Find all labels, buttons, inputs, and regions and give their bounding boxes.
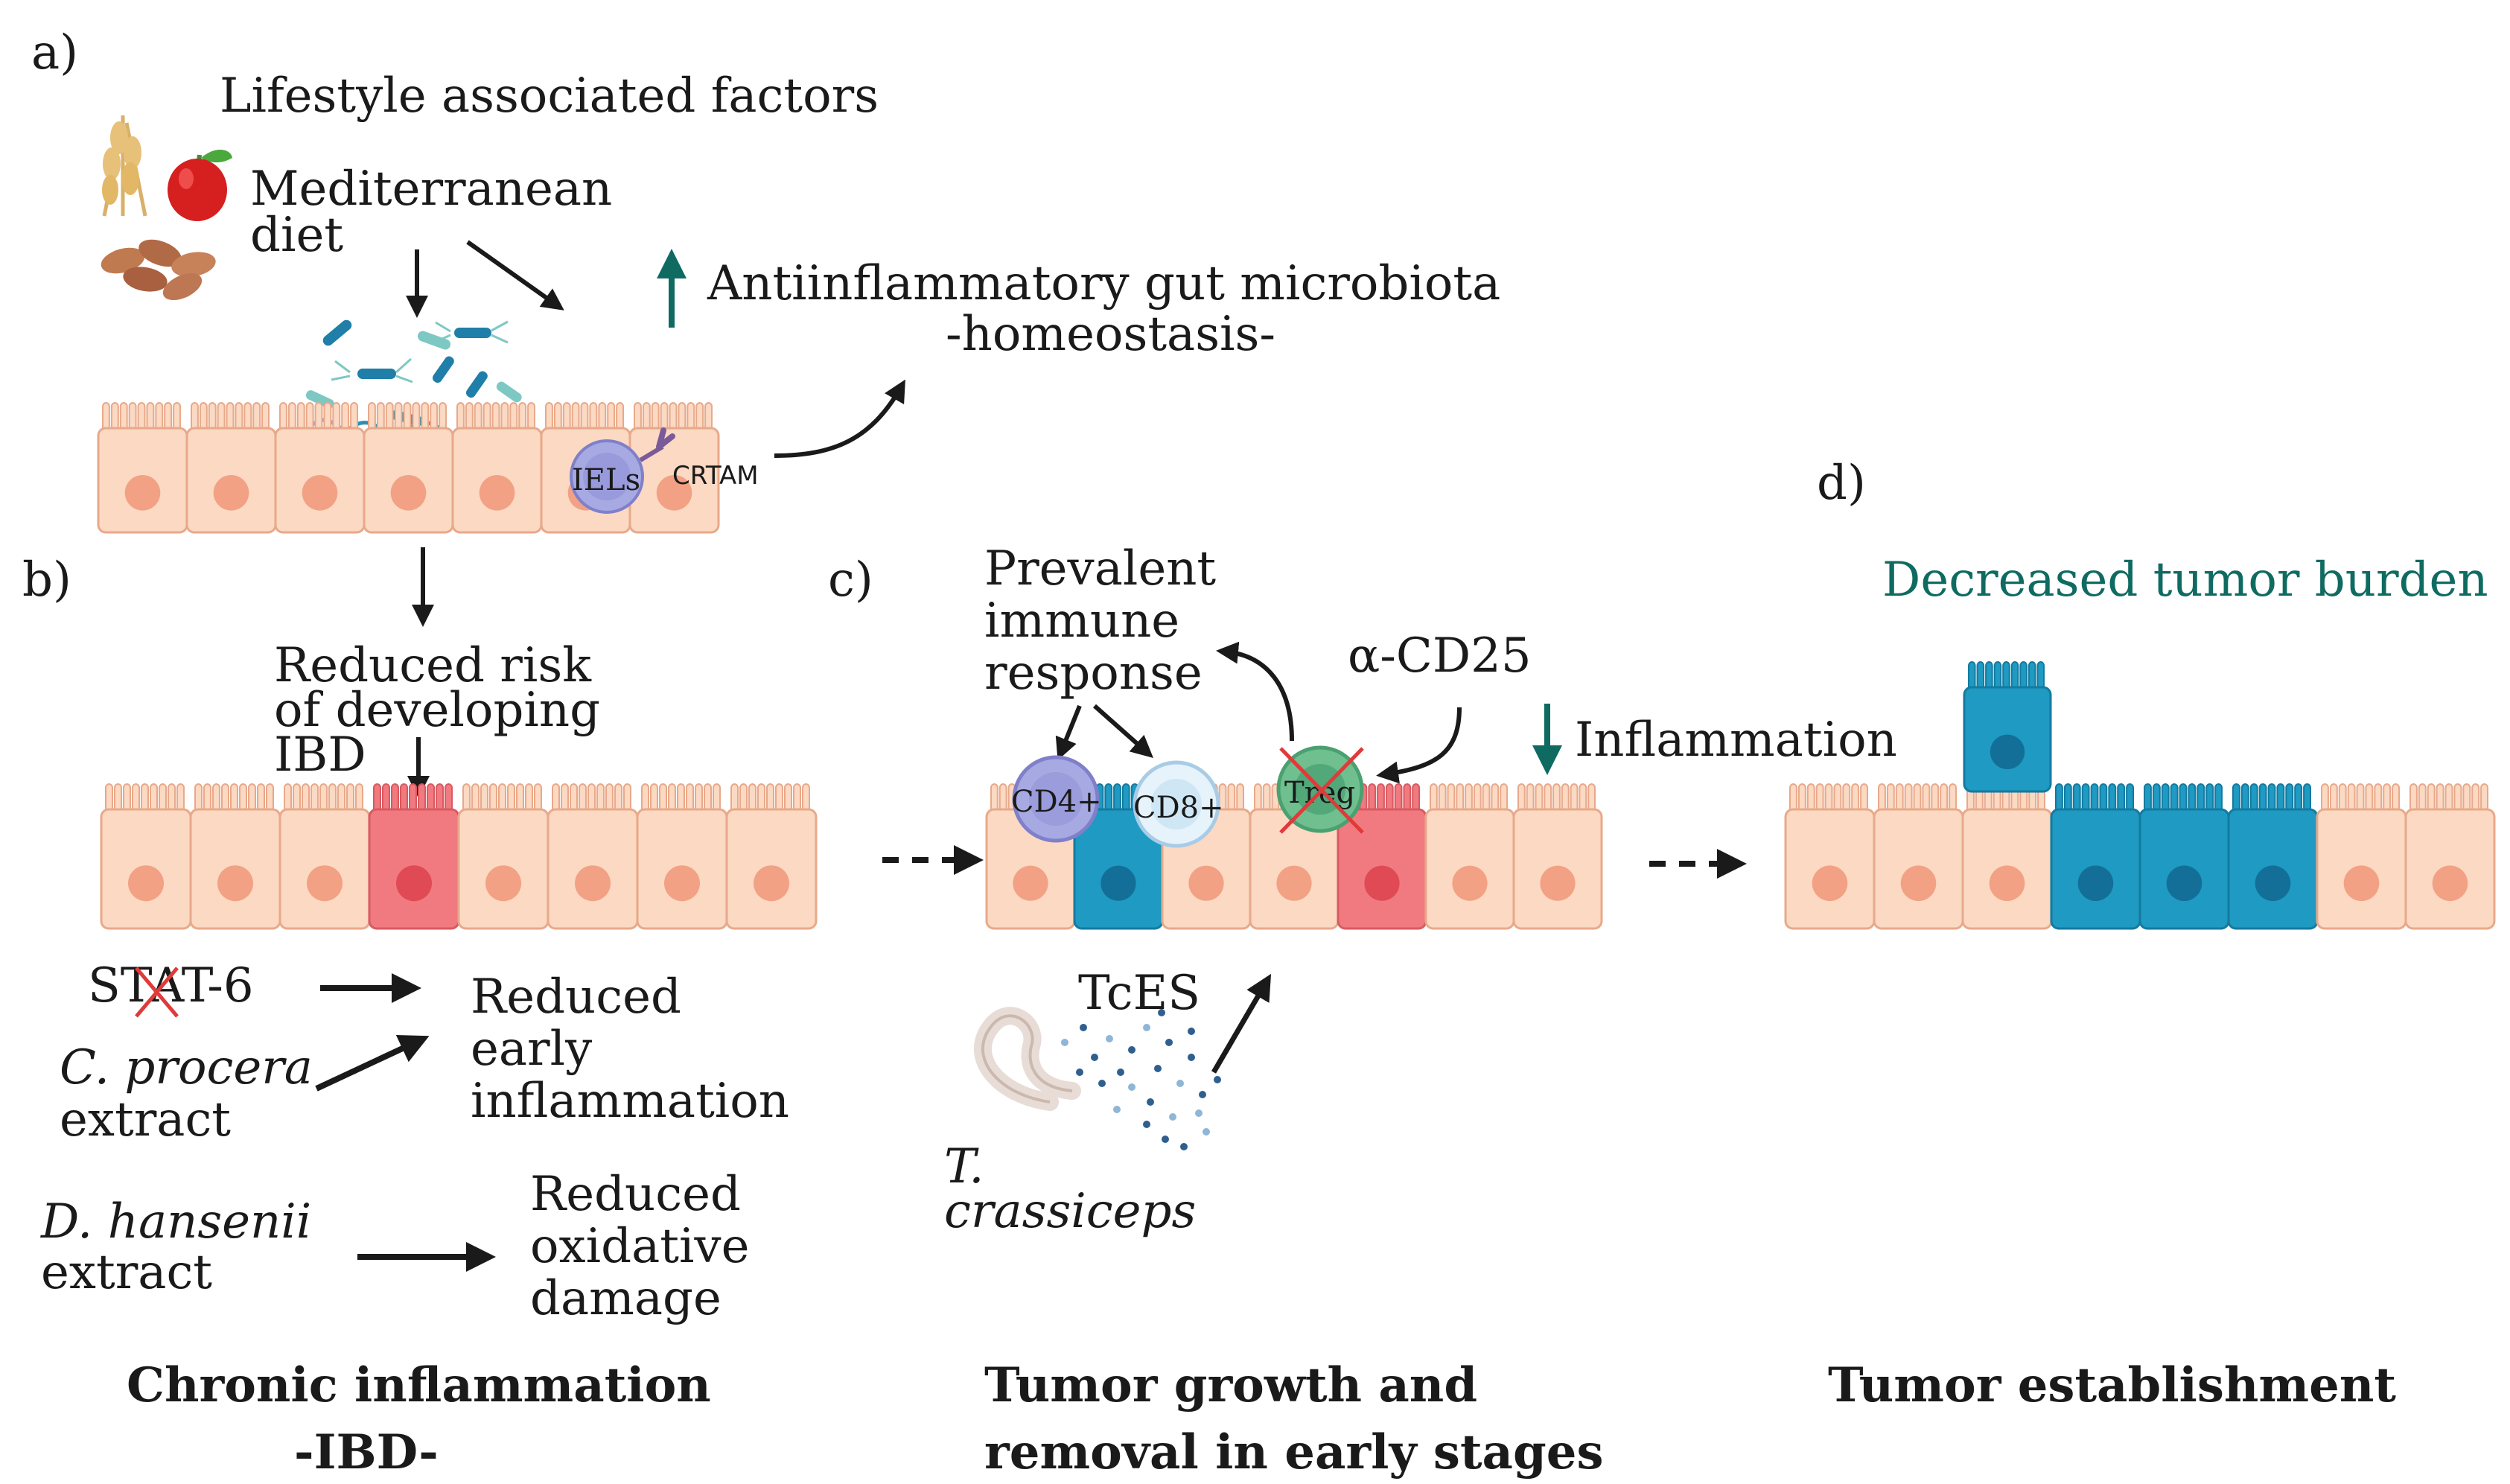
response-label-line3: response [984,646,1203,701]
epithelial-cell [547,783,639,930]
epithelium-row-d [1784,661,2496,930]
tces-label: TcES [1078,966,1200,1021]
apple-icon [168,150,232,221]
epithelial-cell [1512,783,1603,930]
parasite-label-line2: crassiceps [944,1184,1196,1239]
epithelial-cell [725,783,818,930]
arrow-response-to-cd8 [1093,704,1153,758]
procera-label-line1: C. procera [60,1040,313,1095]
epithelial-cell [1424,783,1515,930]
arrow-anti-cd25 [1376,707,1462,784]
anti-cd25-label: α-CD25 [1348,628,1532,684]
epithelial-cell [97,402,188,534]
parasite-label-line1: T. [944,1139,984,1194]
panel-label-c: c) [828,552,873,608]
crtam-label: CRTAM [672,461,759,491]
epithelial-cell [363,402,454,534]
epithelial-cell-tumor [2138,783,2230,930]
panel-label-b: b) [22,552,71,608]
secreted-products-icon [1061,1009,1221,1150]
microbiota-label-line1: Antiinflammatory gut microbiota [707,256,1500,311]
iels-label: IELs [572,463,640,497]
tumor-burden-heading: Decreased tumor burden [1882,552,2488,608]
epithelium-row-c [985,783,1603,930]
epithelial-cell [185,402,277,534]
epithelial-cell [1784,783,1876,930]
panel-label-a: a) [31,25,78,80]
epithelial-cell [274,402,366,534]
caption-b-line2: -IBD- [294,1424,439,1480]
epithelial-cell-inflamed [1337,783,1427,930]
panel-label-d: d) [1817,456,1866,511]
oxidative-label-line2: oxidative [530,1219,749,1274]
arrow-procera [315,1035,430,1092]
reduced-inflammation-line3: inflammation [471,1074,789,1129]
arrow-response-to-cd4 [1055,704,1082,761]
oxidative-label-line3: damage [530,1271,722,1326]
epithelial-cell [451,402,543,534]
cd8-label: CD8+ [1133,791,1224,825]
epithelial-cell [1873,783,1964,930]
epithelial-cell-tumor [2050,783,2141,930]
epithelial-cell [278,783,371,930]
crtam-receptor-icon [639,427,675,462]
inflammation-label: Inflammation [1575,713,1897,768]
epithelial-cell [100,783,192,930]
microbiota-label-line2: -homeostasis- [946,307,1275,362]
epithelial-cell [2404,783,2496,930]
caption-d: Tumor establishment [1828,1357,2396,1413]
almonds-icon [101,239,216,301]
wheat-icon [102,115,147,217]
hansenii-label-line1: D. hansenii [40,1194,311,1249]
caption-c-line1: Tumor growth and [984,1357,1477,1413]
risk-label-line3: IBD [274,727,366,783]
response-label-line1: Prevalent [984,541,1216,596]
oxidative-label-line1: Reduced [530,1167,741,1222]
arrow-diet-to-microbiota [466,240,564,311]
diet-label-line2: diet [250,208,343,263]
protruding-tumor-cell [1963,661,2052,793]
worm-icon [973,1007,1081,1111]
reduced-inflammation-line1: Reduced [471,969,681,1025]
hansenii-label-line2: extract [41,1245,212,1300]
epithelial-cell [189,783,281,930]
arrow-tces-to-epithelium [1211,973,1272,1074]
lifestyle-heading: Lifestyle associated factors [220,69,879,124]
arrow-treg-to-response [1216,641,1294,742]
epithelial-cell [1961,783,2053,930]
treg-depletion-cross-icon [1279,747,1364,834]
reduced-inflammation-line2: early [471,1022,592,1077]
risk-label-line2: of developing [274,683,600,738]
epithelial-cell [457,783,550,930]
cd4-label: CD4+ [1011,785,1102,819]
epithelial-cell-inflamed [368,783,460,930]
arrow-crtam-to-microbiota [774,379,905,458]
stat6-label: STAT-6 [88,958,254,1013]
caption-b-line1: Chronic inflammation [127,1357,711,1413]
procera-label-line2: extract [60,1092,231,1147]
epithelial-cell [2316,783,2407,930]
caption-c-line2: removal in early stages [984,1424,1603,1480]
epithelium-row-b [100,783,818,930]
risk-label-line1: Reduced risk [274,638,592,693]
epithelial-cell [636,783,728,930]
diet-label-line1: Mediterranean [250,162,612,217]
cross-out-icon [135,966,179,1018]
epithelial-cell-tumor [2227,783,2319,930]
response-label-line2: immune [984,593,1179,649]
